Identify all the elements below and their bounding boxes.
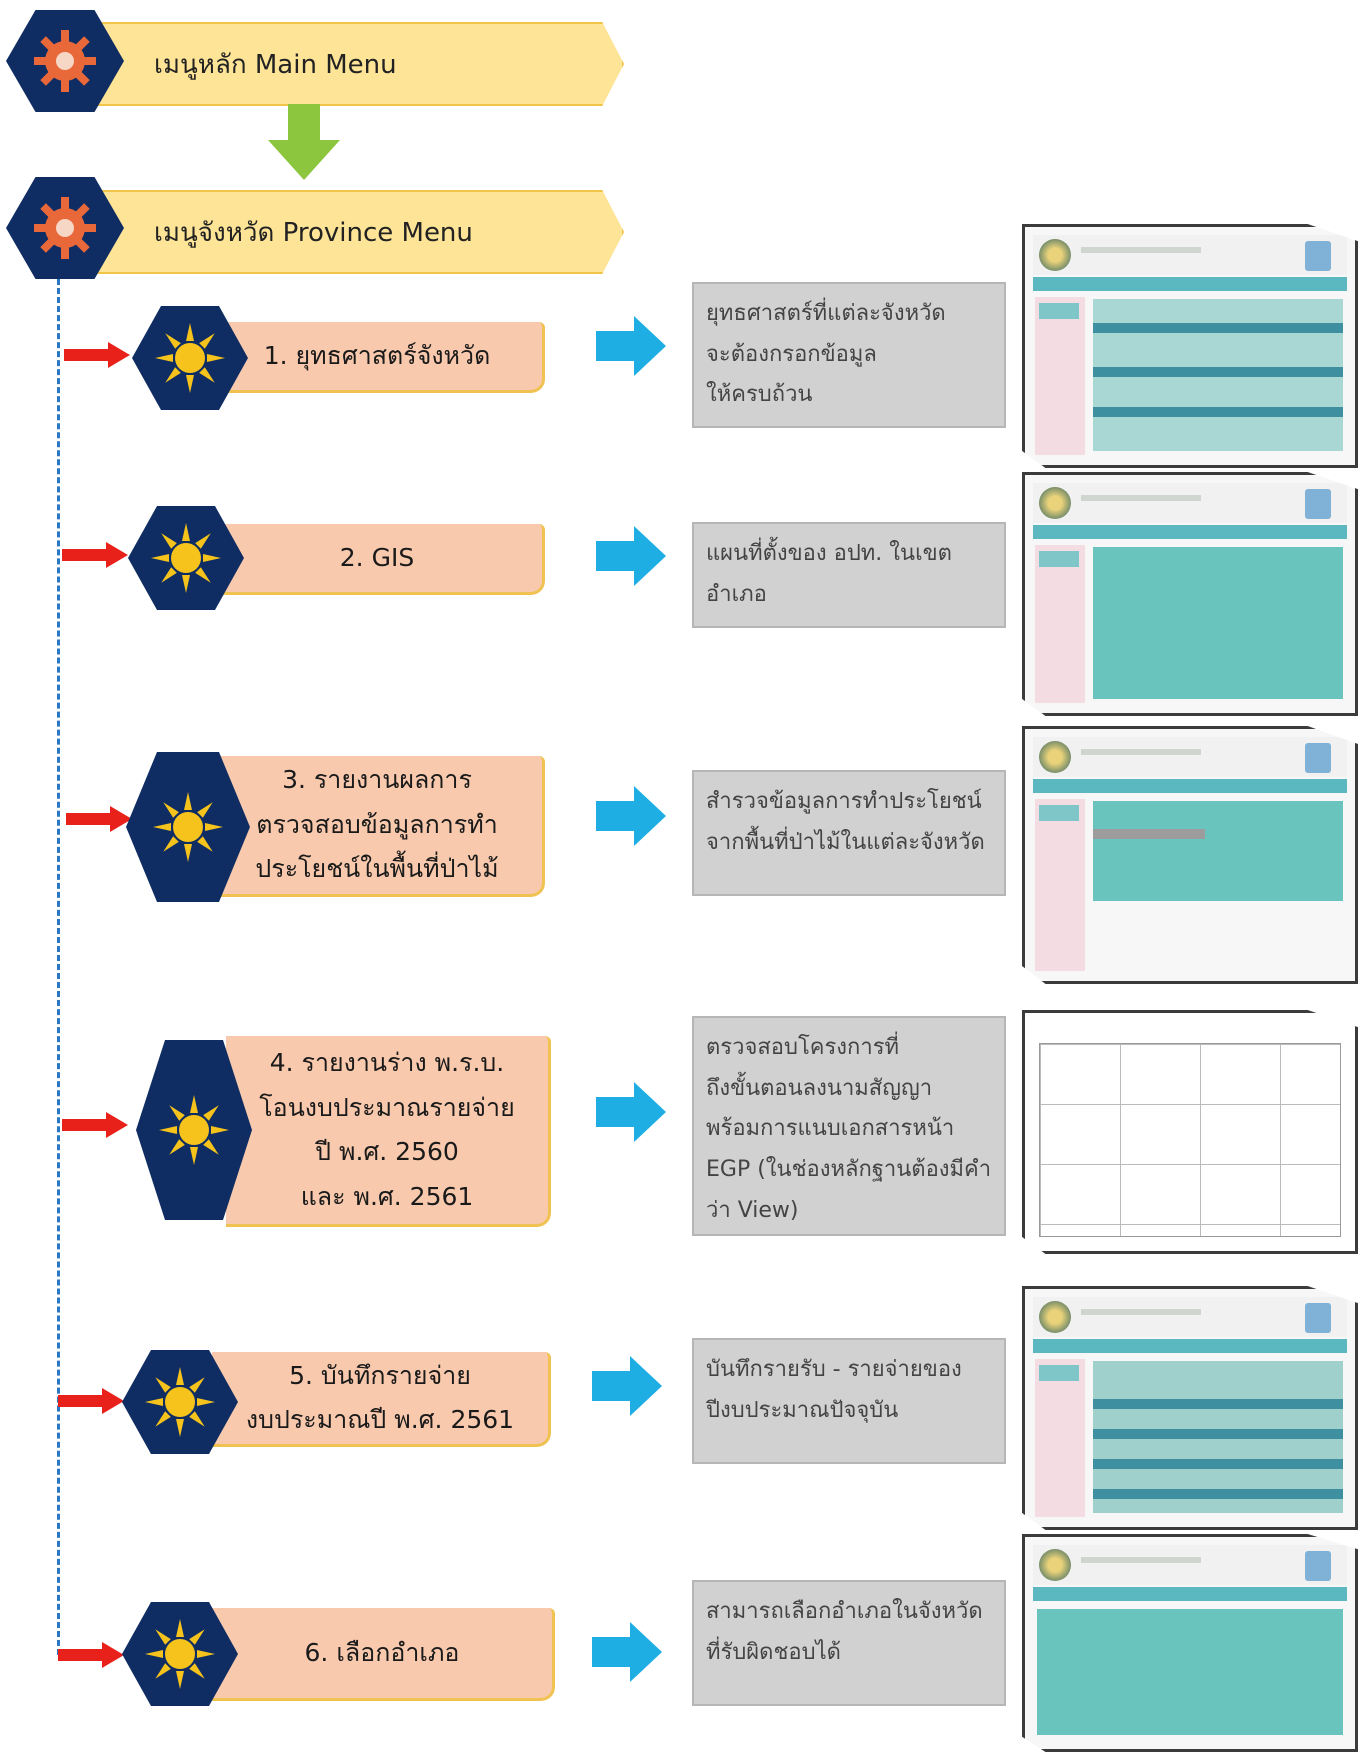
step-1-description: ยุทธศาสตร์ที่แต่ละจังหวัด จะต้องกรอกข้อม… [692, 282, 1006, 428]
step-2-description: แผนที่ตั้งของ อปท. ในเขต อำเภอ [692, 522, 1006, 628]
gear-icon [34, 197, 96, 259]
step-5-description-text: บันทึกรายรับ - รายจ่ายของ ปีงบประมาณปัจจ… [706, 1357, 962, 1423]
sun-icon [151, 523, 221, 593]
step-3-hexagon [126, 752, 250, 902]
step-6-box: 6. เลือกอำเภอ [212, 1608, 555, 1701]
blue-arrow-icon [592, 1622, 662, 1682]
step-1-description-text: ยุทธศาสตร์ที่แต่ละจังหวัด จะต้องกรอกข้อม… [706, 301, 946, 408]
step-2-screenshot-thumbnail [1022, 472, 1358, 716]
red-arrow-icon [58, 1642, 124, 1668]
down-arrow-icon [268, 104, 340, 180]
red-arrow-icon [58, 1388, 124, 1414]
blue-arrow-icon [596, 786, 666, 846]
step-4-box: 4. รายงานร่าง พ.ร.บ. โอนงบประมาณรายจ่าย … [226, 1036, 551, 1227]
step-1-label: 1. ยุทธศาสตร์จังหวัด [263, 340, 491, 370]
step-6-screenshot-thumbnail [1022, 1534, 1358, 1752]
sun-icon [153, 792, 223, 862]
step-4-description: ตรวจสอบโครงการที่ ถึงขั้นตอนลงนามสัญญา พ… [692, 1016, 1006, 1236]
step-5-description: บันทึกรายรับ - รายจ่ายของ ปีงบประมาณปัจจ… [692, 1338, 1006, 1464]
red-arrow-icon [62, 542, 128, 568]
step-1-screenshot-thumbnail [1022, 224, 1358, 468]
step-5-box: 5. บันทึกรายจ่าย งบประมาณปี พ.ศ. 2561 [212, 1352, 551, 1447]
step-6-description: สามารถเลือกอำเภอในจังหวัด ที่รับผิดชอบได… [692, 1580, 1006, 1706]
main-menu-banner: เมนูหลัก Main Menu [80, 22, 624, 106]
step-4-document-thumbnail [1022, 1010, 1358, 1254]
step-3-label: 3. รายงานผลการ ตรวจสอบข้อมูลการทำ ประโยช… [255, 765, 499, 884]
step-5-hexagon [122, 1350, 238, 1454]
step-5-screenshot-thumbnail [1022, 1286, 1358, 1530]
step-2-description-text: แผนที่ตั้งของ อปท. ในเขต อำเภอ [706, 541, 952, 607]
blue-arrow-icon [592, 1356, 662, 1416]
dashed-connector-line [57, 270, 60, 1655]
step-3-description-text: สำรวจข้อมูลการทำประโยชน์ จากพื้นที่ป่าไม… [706, 789, 985, 855]
sun-icon [159, 1095, 229, 1165]
step-3-box: 3. รายงานผลการ ตรวจสอบข้อมูลการทำ ประโยช… [212, 756, 545, 897]
main-menu-label: เมนูหลัก Main Menu [154, 49, 397, 80]
step-5-label: 5. บันทึกรายจ่าย งบประมาณปี พ.ศ. 2561 [245, 1360, 515, 1435]
red-arrow-icon [62, 1112, 128, 1138]
step-2-box: 2. GIS [212, 524, 545, 595]
step-3-screenshot-thumbnail [1022, 726, 1358, 984]
step-1-box: 1. ยุทธศาสตร์จังหวัด [212, 322, 545, 393]
step-4-description-text: ตรวจสอบโครงการที่ ถึงขั้นตอนลงนามสัญญา พ… [706, 1035, 992, 1223]
blue-arrow-icon [596, 526, 666, 586]
red-arrow-icon [66, 806, 132, 832]
step-3-description: สำรวจข้อมูลการทำประโยชน์ จากพื้นที่ป่าไม… [692, 770, 1006, 896]
blue-arrow-icon [596, 316, 666, 376]
province-menu-banner: เมนูจังหวัด Province Menu [80, 190, 624, 274]
red-arrow-icon [64, 342, 130, 368]
blue-arrow-icon [596, 1082, 666, 1142]
sun-icon [145, 1619, 215, 1689]
step-4-label: 4. รายงานร่าง พ.ร.บ. โอนงบประมาณรายจ่าย … [259, 1048, 515, 1211]
step-2-label: 2. GIS [339, 542, 415, 572]
sun-icon [155, 323, 225, 393]
step-1-hexagon [132, 306, 248, 410]
step-6-description-text: สามารถเลือกอำเภอในจังหวัด ที่รับผิดชอบได… [706, 1599, 983, 1665]
step-6-label: 6. เลือกอำเภอ [304, 1637, 460, 1667]
province-menu-label: เมนูจังหวัด Province Menu [154, 217, 473, 248]
gear-icon [34, 30, 96, 92]
step-6-hexagon [122, 1602, 238, 1706]
sun-icon [145, 1367, 215, 1437]
